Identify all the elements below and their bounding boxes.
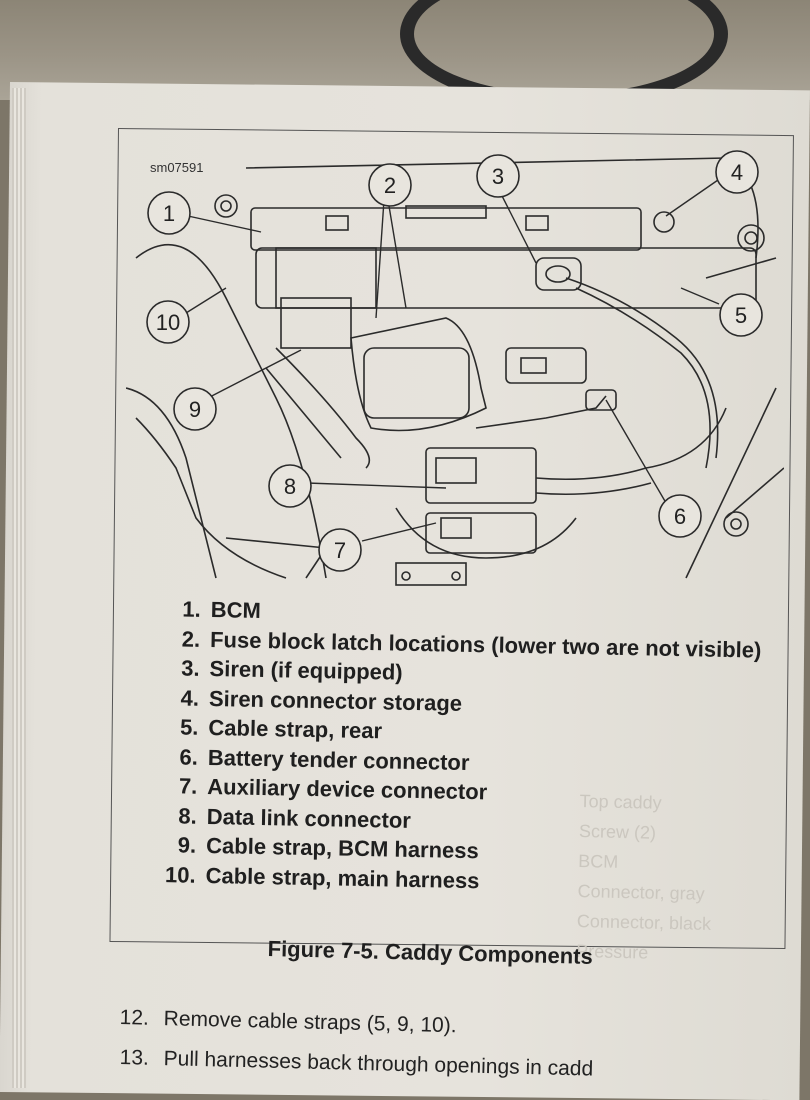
figure-legend: 1.BCM 2.Fuse block latch locations (lowe… xyxy=(152,594,778,901)
page-stack-edge xyxy=(12,88,26,1088)
legend-number: 7. xyxy=(178,773,198,799)
callout-2: 2 xyxy=(384,173,396,198)
legend-number: 3. xyxy=(180,655,200,681)
callout-circle xyxy=(715,150,759,194)
callout-circle xyxy=(368,163,412,207)
legend-number: 2. xyxy=(181,625,201,652)
callout-4: 4 xyxy=(731,160,743,185)
callout-7: 7 xyxy=(334,538,346,563)
callout-1: 1 xyxy=(163,201,175,226)
callout-8: 8 xyxy=(284,474,296,499)
callout-5: 5 xyxy=(735,303,747,328)
callout-circle xyxy=(268,464,312,508)
legend-number: 4. xyxy=(180,684,200,711)
legend-number: 5. xyxy=(179,714,199,740)
caddy-illustration: 1 2 3 4 5 6 7 8 9 10 sm07591 xyxy=(126,138,784,590)
step-number: 13. xyxy=(119,1046,150,1070)
callout-6: 6 xyxy=(674,504,686,529)
bleed-line: Connector, black xyxy=(576,910,712,935)
legend-number: 9. xyxy=(177,832,197,858)
callout-circle xyxy=(318,528,362,572)
caddy-line-drawing: 1 2 3 4 5 6 7 8 9 10 sm07591 xyxy=(126,150,784,586)
callout-9: 9 xyxy=(189,397,201,422)
callout-circle xyxy=(476,154,520,198)
callout-circle xyxy=(173,387,217,431)
legend-number: 6. xyxy=(179,743,199,770)
callout-circle xyxy=(719,293,763,337)
legend-number: 1. xyxy=(182,596,201,622)
callout-circle xyxy=(658,494,702,538)
callout-circle xyxy=(147,191,191,235)
legend-number: 10. xyxy=(164,861,196,888)
callout-10: 10 xyxy=(156,310,180,335)
legend-number: 8. xyxy=(178,802,197,829)
callout-circle xyxy=(146,300,190,344)
callout-3: 3 xyxy=(492,164,504,189)
step-number: 12. xyxy=(119,1006,150,1030)
figure-id: sm07591 xyxy=(150,160,203,175)
